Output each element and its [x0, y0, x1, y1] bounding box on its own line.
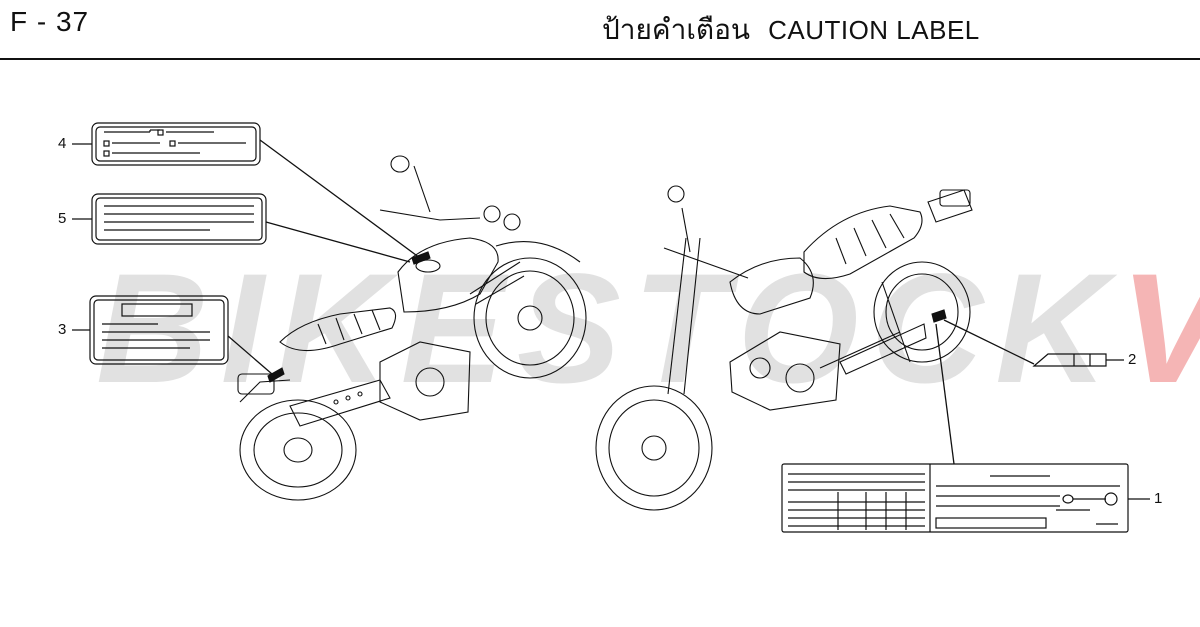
label-3-drawing[interactable]: [89, 295, 229, 365]
title-english: CAUTION LABEL: [768, 15, 980, 45]
diagram-canvas: [72, 122, 1150, 533]
callout-2: 2: [1128, 351, 1137, 368]
label-5-drawing[interactable]: [91, 193, 267, 245]
page-header: F - 37 ป้ายคำเตือน CAUTION LABEL: [0, 0, 1200, 60]
callout-4: 4: [58, 135, 67, 152]
title-thai: ป้ายคำเตือน: [602, 14, 751, 45]
label-2-drawing[interactable]: [1032, 353, 1107, 367]
leader-lines: [72, 139, 1150, 500]
label-1-drawing[interactable]: [781, 463, 1129, 533]
motorcycle-right-drawing: [595, 185, 973, 511]
page-code: F - 37: [10, 6, 90, 37]
label-4-drawing[interactable]: [91, 122, 261, 166]
callout-1: 1: [1154, 490, 1163, 507]
page-title: ป้ายคำเตือน CAUTION LABEL: [602, 8, 980, 52]
callout-5: 5: [58, 210, 67, 227]
callout-3: 3: [58, 321, 67, 338]
motorcycle-left-drawing: [237, 155, 587, 501]
parts-diagram: [0, 62, 1200, 622]
